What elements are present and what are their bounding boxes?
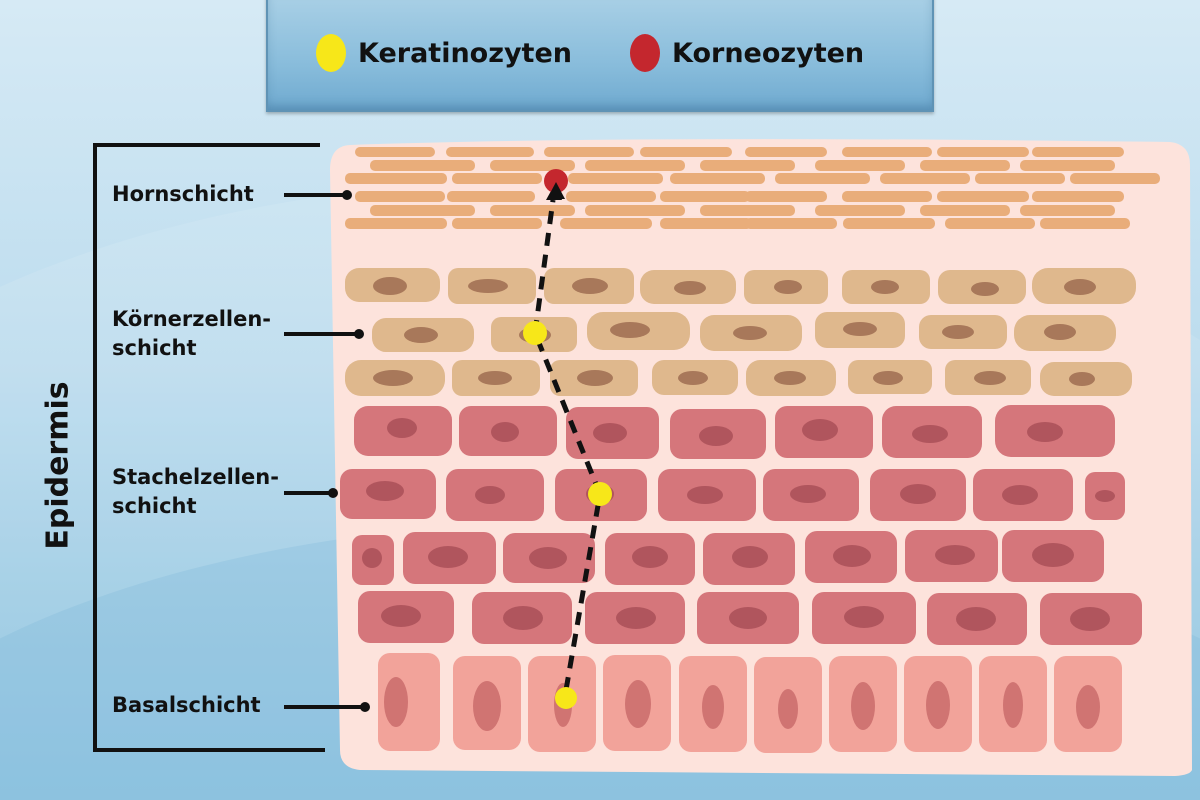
keratinocyte-marker-stachel	[588, 482, 612, 506]
korneocyte-marker-horn	[544, 169, 568, 193]
label-koernerzellenschicht: Körnerzellen- schicht	[112, 305, 271, 363]
keratinocyte-marker-koerner	[523, 321, 547, 345]
epidermis-bracket	[93, 143, 325, 752]
migration-path	[532, 199, 603, 691]
arrowhead-icon	[547, 182, 565, 199]
stachelzellenschicht-cells	[340, 405, 1142, 645]
legend-item-korneozyten: Korneozyten	[630, 34, 864, 72]
leader-lines	[284, 193, 364, 709]
keratinocyte-marker-basal	[555, 687, 577, 709]
red-dot-icon	[630, 34, 660, 72]
legend-label: Keratinozyten	[358, 37, 572, 69]
label-line: Basalschicht	[112, 693, 261, 717]
legend-label: Korneozyten	[672, 37, 865, 69]
label-line: schicht	[112, 336, 197, 360]
epidermis-label: Epidermis	[40, 381, 76, 550]
label-stachelzellenschicht: Stachelzellen- schicht	[112, 463, 279, 521]
basalschicht-cells	[378, 653, 1122, 753]
label-basalschicht: Basalschicht	[112, 691, 261, 720]
label-line: schicht	[112, 494, 197, 518]
yellow-dot-icon	[316, 34, 346, 72]
label-line: Stachelzellen-	[112, 465, 279, 489]
legend-item-keratinozyten: Keratinozyten	[316, 34, 572, 72]
leader-dots	[328, 190, 370, 712]
label-hornschicht: Hornschicht	[112, 180, 254, 209]
label-line: Hornschicht	[112, 182, 254, 206]
hornschicht-cells	[345, 147, 1160, 229]
label-line: Körnerzellen-	[112, 307, 272, 331]
legend-box: Keratinozyten Korneozyten	[266, 0, 934, 112]
